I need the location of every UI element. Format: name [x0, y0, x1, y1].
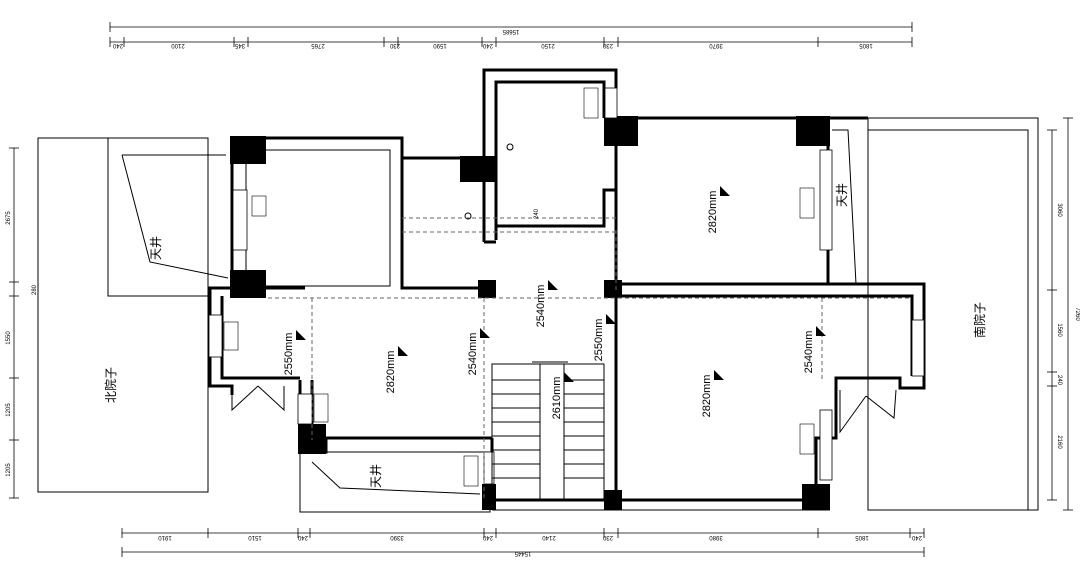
right-total-dim: 7260 [1074, 307, 1080, 321]
height-label-10: 2540mm [803, 331, 815, 374]
bottom-seg-2: 1510 [248, 534, 262, 540]
left-dimension-chain: 2675 280 1550 1205 1205 [6, 147, 38, 499]
top-dimension-chain: 15685 240 2100 345 2765 230 1590 240 215… [109, 22, 913, 48]
height-label-5: 2820mm [701, 375, 713, 418]
top-seg-5: 230 [389, 42, 400, 48]
left-dim-4: 1205 [6, 403, 12, 417]
columns [230, 116, 830, 510]
top-seg-3: 345 [234, 42, 245, 48]
top-seg-10: 3970 [709, 42, 723, 48]
left-dim-3: 1550 [6, 331, 12, 345]
height-label-2: 2820mm [385, 351, 397, 394]
bottom-seg-8: 3980 [709, 534, 723, 540]
height-label-1: 2820mm [707, 191, 719, 234]
right-dim-4: 2160 [1056, 435, 1062, 449]
north-yard-label: 北院子 [104, 367, 118, 403]
courtyard-label-1: 天井 [149, 236, 163, 260]
doors [231, 385, 897, 434]
right-dim-3: 240 [1056, 375, 1062, 386]
height-label-3: 2540mm [535, 285, 547, 328]
south-yard-label: 南院子 [972, 302, 987, 338]
height-label-7: 2610mm [551, 377, 563, 420]
courtyard-label-3: 天井 [369, 464, 383, 488]
top-seg-8: 2150 [541, 42, 555, 48]
top-seg-11: 1805 [859, 42, 873, 48]
bottom-seg-9: 1805 [855, 534, 869, 540]
top-seg-1: 240 [112, 42, 123, 48]
right-dimension-chain: 3060 1560 240 2160 7260 [1047, 117, 1080, 511]
left-dim-2: 280 [32, 284, 38, 295]
top-seg-7: 240 [482, 42, 493, 48]
height-markers: 2820mm 2820mm 2540mm 2550mm 2820mm 2540m… [283, 186, 826, 419]
bottom-seg-5: 240 [482, 534, 493, 540]
right-dim-2: 1560 [1056, 323, 1062, 337]
top-seg-9: 230 [602, 42, 613, 48]
bottom-total-dim: 15445 [514, 550, 531, 556]
top-seg-6: 1590 [433, 42, 447, 48]
bottom-seg-6: 2140 [542, 534, 556, 540]
bottom-seg-4: 3390 [390, 534, 404, 540]
left-dim-1: 2675 [6, 211, 12, 225]
bottom-seg-1: 1910 [158, 534, 172, 540]
bottom-seg-10: 240 [911, 534, 922, 540]
bottom-seg-3: 240 [297, 534, 308, 540]
staircase[interactable] [491, 361, 605, 501]
bottom-seg-7: 230 [602, 534, 613, 540]
left-dim-5: 1205 [6, 463, 12, 477]
bottom-dimension-chain: 1910 1510 240 3390 240 2140 230 3980 180… [121, 528, 925, 557]
height-label-6: 2540mm [467, 333, 479, 376]
north-yard: 北院子 天井 [37, 137, 229, 493]
height-label-4: 2550mm [283, 333, 295, 376]
south-yard: 南院子 [867, 117, 1039, 511]
top-total-dim: 15685 [502, 28, 519, 34]
step-label: 240 [534, 208, 540, 219]
courtyard-label-2: 天井 [835, 183, 849, 207]
ceiling-lines [268, 217, 910, 500]
top-seg-4: 2765 [311, 42, 325, 48]
top-seg-2: 2100 [171, 42, 185, 48]
right-dim-1: 3060 [1056, 203, 1062, 217]
height-label-8: 2550mm [593, 319, 605, 362]
windows [208, 87, 925, 487]
